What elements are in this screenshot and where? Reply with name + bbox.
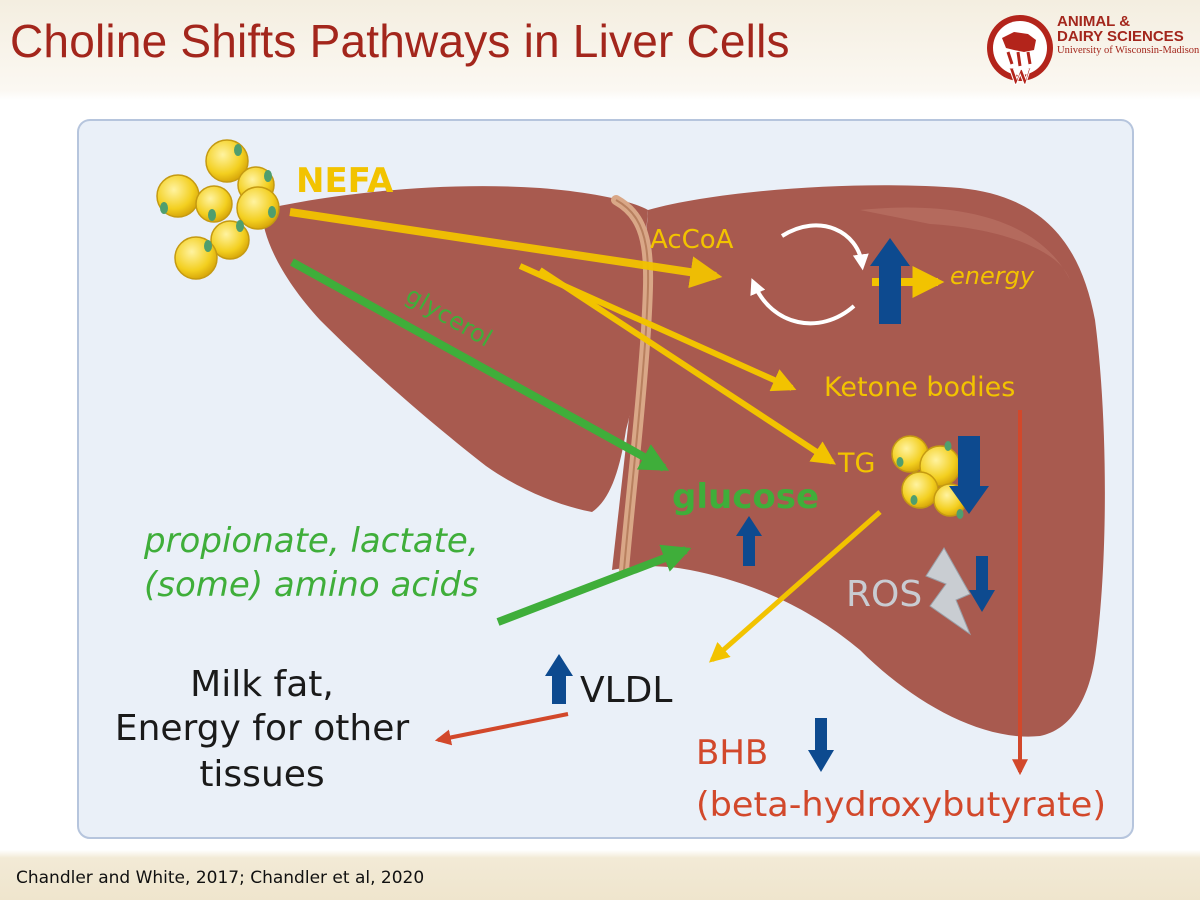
- label-bhb-full: (beta-hydroxybutyrate): [696, 785, 1106, 825]
- label-substrates-line-1: propionate, lactate,: [143, 521, 479, 561]
- citation: Chandler and White, 2017; Chandler et al…: [16, 868, 425, 888]
- label-glucose: glucose: [672, 477, 819, 517]
- label-milk-fat-line-1: Milk fat,: [190, 664, 334, 705]
- nefa-fat-droplets: [156, 139, 280, 280]
- up-arrow-glucose: [736, 516, 762, 566]
- ros-lightning-icon: [925, 547, 972, 636]
- liver-highlight: [860, 207, 1070, 280]
- down-arrow-bhb: [808, 718, 834, 772]
- arrow-substrates-to-glucose: [496, 544, 692, 626]
- label-vldl: VLDL: [580, 670, 672, 711]
- logo-line-2: DAIRY SCIENCES: [1057, 28, 1184, 45]
- label-tg: TG: [837, 448, 875, 479]
- arrow-nefa-to-tg: [538, 267, 837, 465]
- arrow-nefa-to-accoa: [289, 208, 723, 289]
- logo-line-1: ANIMAL &: [1057, 13, 1131, 30]
- arrow-vldl-to-milk-fat: [434, 712, 569, 746]
- down-arrow-ros: [969, 556, 995, 612]
- label-substrates-line-2: (some) amino acids: [144, 565, 479, 605]
- label-milk-fat-line-3: tissues: [199, 754, 324, 795]
- label-milk-fat-line-2: Energy for other: [115, 708, 410, 749]
- label-ketone-bodies: Ketone bodies: [824, 372, 1015, 403]
- label-bhb: BHB: [696, 733, 768, 773]
- up-arrow-energy: [870, 238, 910, 324]
- arrow-tg-to-vldl: [708, 510, 882, 663]
- logo-line-3: University of Wisconsin-Madison: [1057, 45, 1200, 56]
- arrow-glycerol-to-glucose: [290, 258, 670, 472]
- tca-cycle-icon: [750, 223, 869, 326]
- logo-w-mark: W: [1008, 64, 1032, 88]
- down-arrow-tg: [949, 436, 989, 514]
- label-nefa: NEFA: [296, 161, 394, 201]
- slide-title: Choline Shifts Pathways in Liver Cells: [10, 15, 790, 67]
- label-ros: ROS: [846, 574, 922, 615]
- up-arrow-vldl: [545, 654, 573, 704]
- label-energy: energy: [950, 262, 1035, 290]
- tg-fat-droplets: [891, 435, 967, 519]
- label-accoa: AcCoA: [650, 225, 734, 255]
